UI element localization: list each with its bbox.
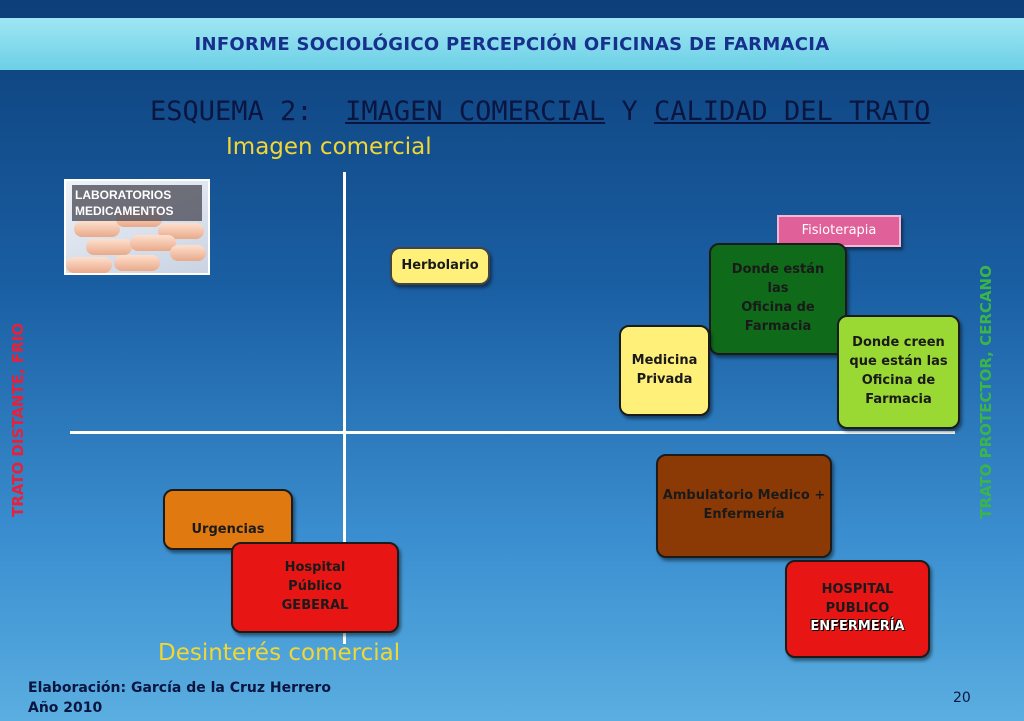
laboratorios-label: LABORATORIOS MEDICAMENTOS: [72, 185, 202, 222]
axis-label-left: TRATO DISTANTE, FRIO: [9, 322, 27, 518]
axis-label-right: TRATO PROTECTOR, CERCANO: [977, 265, 995, 519]
box-hospital-publico-label: Hospital Público GEBERAL: [281, 560, 349, 613]
scheme-part2: CALIDAD DEL TRATO: [653, 96, 931, 127]
box-hospital-enfermeria-label: HOSPITAL PUBLICO: [821, 581, 894, 616]
scheme-title: ESQUEMA 2: IMAGEN COMERCIAL Y CALIDAD DE…: [150, 96, 930, 127]
axis-label-bottom: Desinterés comercial: [158, 640, 401, 666]
scheme-prefix: ESQUEMA 2: [150, 96, 297, 127]
box-donde-estan: Donde están las Oficina de Farmacia: [709, 243, 847, 355]
box-donde-estan-label: Donde están las Oficina de Farmacia: [731, 262, 825, 334]
box-donde-creen: Donde creen que están las Oficina de Far…: [837, 315, 960, 429]
scheme-joiner: Y: [621, 96, 638, 127]
box-urgencias: Urgencias: [163, 489, 293, 550]
box-hospital-enfermeria: HOSPITAL PUBLICO ENFERMERÍA: [785, 560, 930, 658]
box-herbolario: Herbolario: [390, 247, 490, 285]
box-medicina-privada: Medicina Privada: [619, 325, 710, 416]
box-hospital-publico: Hospital Público GEBERAL: [231, 542, 399, 633]
box-ambulatorio-label: Ambulatorio Medico + Enfermería: [662, 488, 826, 522]
scheme-colon: :: [296, 96, 313, 127]
box-medicina-privada-label: Medicina Privada: [631, 352, 698, 387]
box-donde-creen-label: Donde creen que están las Oficina de Far…: [849, 335, 948, 407]
laboratorios-image: LABORATORIOS MEDICAMENTOS: [64, 179, 210, 275]
vertical-axis: [343, 172, 346, 644]
box-herbolario-label: Herbolario: [401, 257, 479, 273]
box-hospital-enfermeria-sub: ENFERMERÍA: [810, 619, 905, 635]
footer-credit: Elaboración: García de la Cruz Herrero A…: [28, 680, 331, 717]
page-number: 20: [953, 690, 971, 706]
axis-label-top: Imagen comercial: [226, 134, 432, 160]
box-urgencias-label: Urgencias: [191, 522, 265, 538]
horizontal-axis: [70, 431, 955, 434]
box-ambulatorio: Ambulatorio Medico + Enfermería: [656, 454, 832, 558]
box-fisioterapia-label: Fisioterapia: [801, 222, 877, 238]
header-title: INFORME SOCIOLÓGICO PERCEPCIÓN OFICINAS …: [194, 33, 830, 55]
scheme-part1: IMAGEN COMERCIAL: [345, 96, 606, 127]
header-band: INFORME SOCIOLÓGICO PERCEPCIÓN OFICINAS …: [0, 18, 1024, 70]
